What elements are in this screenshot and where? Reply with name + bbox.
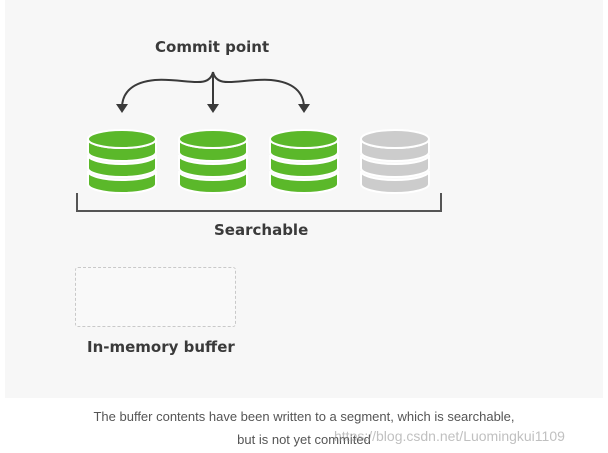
diagram-canvas (76, 71, 442, 212)
segment-2-committed (178, 129, 248, 194)
segments-group (87, 129, 430, 194)
commit-point-label: Commit point (155, 38, 270, 56)
commit-arrows (121, 71, 305, 109)
segment-4-uncommitted (360, 129, 430, 194)
diagram-panel (5, 0, 603, 398)
searchable-label: Searchable (214, 221, 309, 239)
in-memory-buffer-label: In-memory buffer (87, 338, 235, 356)
arrow-to-segment-1 (121, 71, 214, 109)
arrow-to-segment-3 (212, 71, 305, 109)
segment-3-committed (269, 129, 339, 194)
caption-line-2: but is not yet commited (237, 432, 371, 447)
watermark: https://blog.csdn.net/Luomingkui1109 (334, 428, 565, 444)
searchable-bracket (76, 193, 442, 212)
segment-1-committed (87, 129, 157, 194)
arrow-heads (116, 104, 310, 113)
caption-line-1: The buffer contents have been written to… (93, 409, 515, 424)
in-memory-buffer-box (75, 267, 236, 327)
